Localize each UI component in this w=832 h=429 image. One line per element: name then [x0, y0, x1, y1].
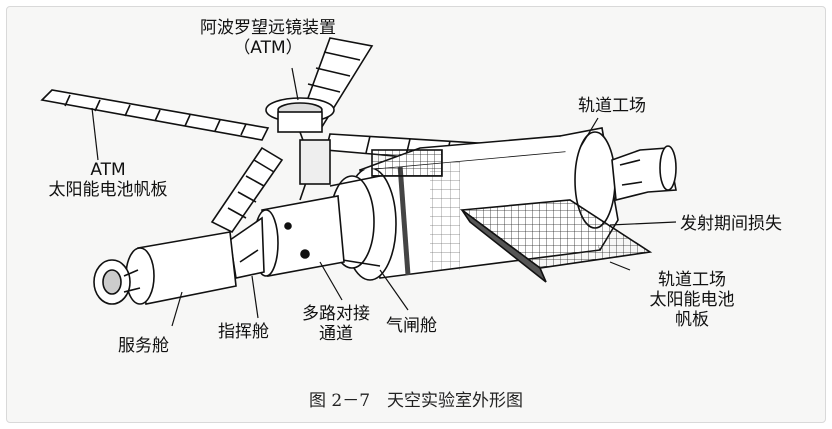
leader-lines: [91, 67, 677, 327]
label-service-module: 服务舱: [118, 336, 169, 356]
label-lost-on-launch: 发射期间损失: [680, 214, 782, 234]
workshop-aft-end: [559, 127, 677, 251]
label-docking-adapter: 多路对接 通道: [286, 304, 386, 344]
figure-caption: 图 2－7 天空实验室外形图: [308, 391, 524, 411]
label-airlock: 气闸舱: [386, 316, 437, 336]
workshop-solar-array: [459, 199, 653, 283]
label-ows-panel-line3: 帆板: [675, 310, 709, 330]
label-atm-panel-line1: ATM: [90, 160, 126, 180]
atm-solar-array-lower: [210, 146, 284, 234]
label-mda-line1: 多路对接: [302, 304, 370, 324]
label-workshop-solar-array: 轨道工场 太阳能电池 帆板: [632, 270, 752, 330]
label-atm: 阿波罗望远镜装置 （ATM）: [168, 18, 368, 58]
label-atm-line1: 阿波罗望远镜装置: [200, 18, 336, 38]
label-atm-panel-line2: 太阳能电池帆板: [48, 180, 168, 200]
atm-telescope-mount: [265, 97, 335, 201]
multiple-docking-adapter: [253, 195, 345, 277]
atm-solar-array-left: [40, 89, 270, 141]
label-mda-line2: 通道: [319, 324, 353, 344]
service-module: [93, 231, 237, 305]
label-command-module: 指挥舱: [218, 322, 269, 342]
label-orbital-workshop: 轨道工场: [578, 96, 646, 116]
label-atm-solar-array: ATM 太阳能电池帆板: [38, 160, 178, 200]
label-ows-panel-line2: 太阳能电池: [649, 290, 735, 310]
label-ows-panel-line1: 轨道工场: [658, 270, 726, 290]
label-atm-line2: （ATM）: [233, 38, 303, 58]
